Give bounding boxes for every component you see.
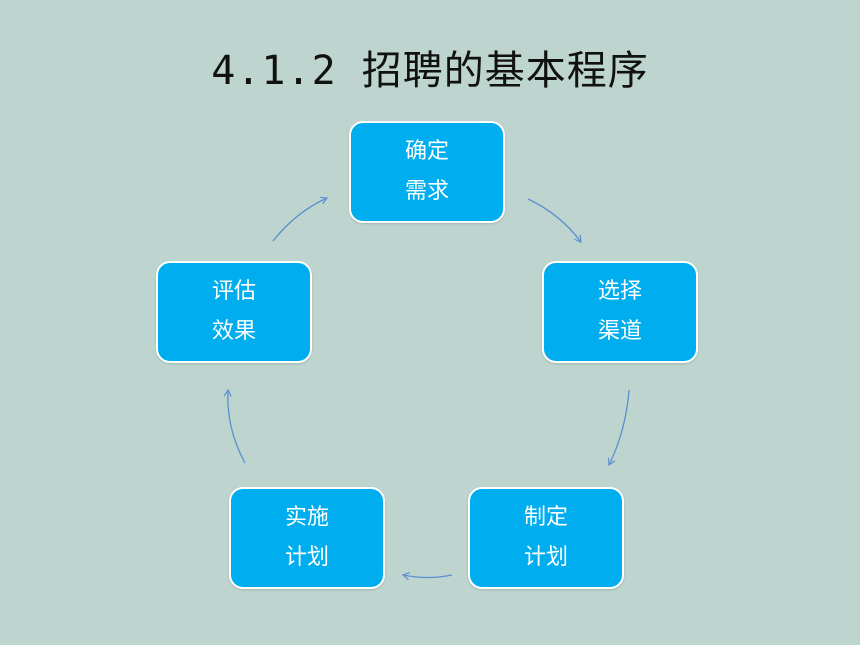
slide-title: 4.1.2 招聘的基本程序 <box>211 48 649 94</box>
step-label-line2: 需求 <box>404 179 449 204</box>
step-label-line2: 效果 <box>211 319 256 344</box>
step-make-plan: 制定 计划 <box>468 487 624 589</box>
step-label-line1: 制定 <box>523 505 568 530</box>
step-label-line1: 评估 <box>211 279 256 304</box>
step-label-line1: 确定 <box>404 139 449 164</box>
step-execute-plan: 实施 计划 <box>229 487 385 589</box>
step-determine-needs: 确定 需求 <box>349 121 505 223</box>
step-select-channels: 选择 渠道 <box>542 261 698 363</box>
step-label-line1: 选择 <box>597 279 642 304</box>
arrow-2-to-3 <box>607 389 630 467</box>
step-evaluate-results: 评估 效果 <box>156 261 312 363</box>
step-label-line2: 计划 <box>523 545 568 570</box>
arrow-5-to-1 <box>272 196 329 242</box>
arrow-1-to-2 <box>527 198 582 243</box>
step-label-line2: 渠道 <box>597 319 642 344</box>
step-label-line2: 计划 <box>284 545 329 570</box>
arrow-3-to-4 <box>401 572 453 581</box>
step-label-line1: 实施 <box>284 505 329 530</box>
arrow-4-to-5 <box>223 388 246 464</box>
